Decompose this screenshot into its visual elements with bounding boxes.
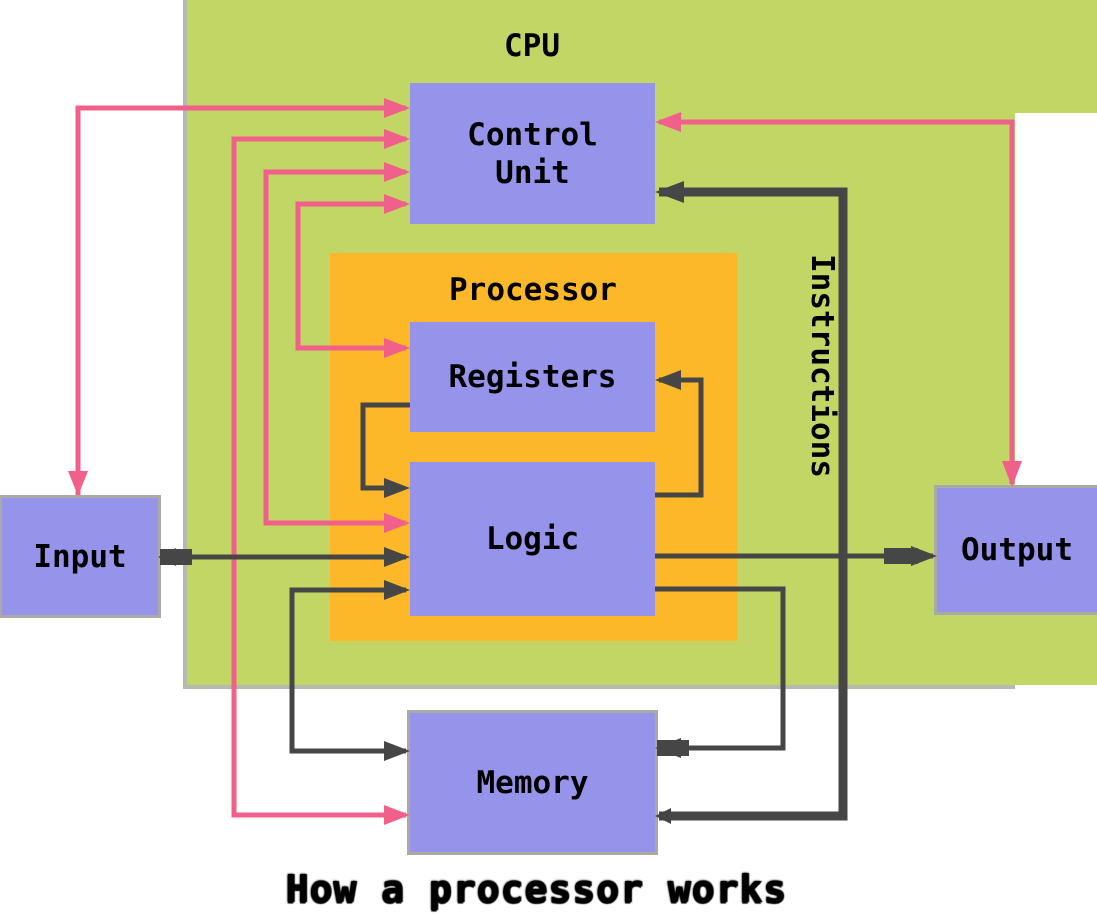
- control-flow-cu-to-memory: [231, 129, 410, 825]
- control-flow-cu-to-logic: [263, 162, 410, 533]
- memory-label: Memory: [476, 764, 589, 801]
- arrowhead-into-memory-icon: [655, 738, 681, 758]
- arrowhead-into-registers-icon: [655, 370, 681, 390]
- arrowhead-into-cu-icon: [384, 129, 410, 149]
- memory-box: Memory: [410, 713, 655, 852]
- cpu-region-label: CPU: [504, 28, 560, 64]
- output-box: Output: [937, 488, 1097, 612]
- arrowhead-into-input-icon: [68, 471, 88, 496]
- input-box: Input: [2, 498, 158, 615]
- logic-box: Logic: [410, 462, 655, 616]
- arrowhead-into-logic-icon: [384, 580, 410, 600]
- data-flow-logic-memory-left: [289, 580, 410, 761]
- arrowhead-into-logic-icon: [384, 513, 410, 533]
- logic-label: Logic: [485, 521, 580, 557]
- control-unit-label: Control Unit: [467, 116, 598, 191]
- cpu-region-top-right: [1015, 0, 1097, 113]
- instructions-flow-label: Instructions: [804, 254, 840, 478]
- arrowhead-into-cu-icon: [384, 194, 410, 214]
- arrowhead-into-memory-icon: [384, 805, 410, 825]
- processor-region-label: Processor: [449, 272, 617, 308]
- arrowhead-into-output-icon: [911, 546, 937, 566]
- cpu-region-left-border: [183, 0, 187, 685]
- registers-box: Registers: [410, 322, 655, 432]
- arrowhead-into-cu-icon: [384, 162, 410, 182]
- control-flow-input-to-cu: [68, 98, 410, 496]
- cpu-region-bottom-border: [183, 685, 1015, 689]
- connector-stub: [884, 548, 918, 564]
- data-flow-logic-to-registers-loop: [655, 370, 704, 498]
- data-flow-memory-to-cu-instructions: [655, 181, 848, 824]
- arrowhead-into-cu-icon: [655, 112, 681, 132]
- control-flow-cu-to-output: [655, 112, 1022, 487]
- control-flow-cu-to-registers: [295, 194, 410, 358]
- data-flow-logic-to-memory-right: [655, 586, 786, 758]
- arrowhead-into-cu-icon: [655, 181, 684, 203]
- arrowhead-into-input-icon: [158, 548, 176, 566]
- arrowhead-into-logic-icon: [384, 547, 410, 567]
- data-flow-input-to-logic: [158, 547, 410, 567]
- input-label: Input: [33, 538, 127, 575]
- arrowhead-into-memory-icon: [655, 808, 671, 824]
- arrowhead-into-memory-icon: [384, 741, 410, 761]
- arrowhead-into-output-icon: [1002, 461, 1022, 487]
- control-unit-box: Control Unit: [410, 83, 655, 224]
- arrowhead-into-cu-icon: [384, 98, 410, 118]
- arrowhead-into-registers-icon: [384, 338, 410, 358]
- data-flow-logic-to-output: [655, 546, 937, 566]
- registers-label: Registers: [448, 359, 617, 395]
- output-label: Output: [961, 532, 1073, 568]
- diagram-caption: How a processor works: [285, 867, 787, 911]
- data-flow-registers-to-logic-loop: [360, 402, 410, 498]
- arrowhead-into-logic-icon: [384, 478, 410, 498]
